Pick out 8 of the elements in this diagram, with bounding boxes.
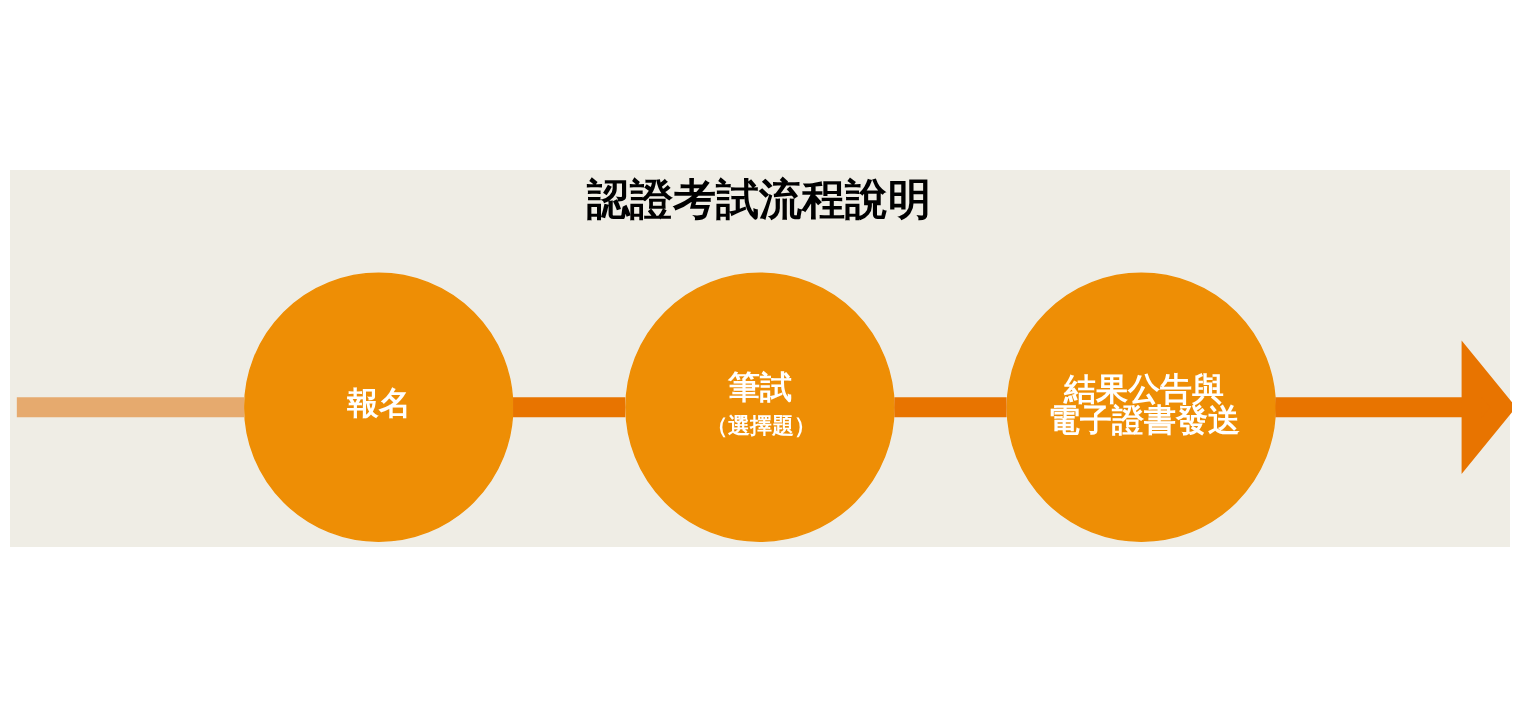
- connector: [894, 396, 1007, 417]
- connector: [513, 396, 626, 417]
- node-circle: 結果公告與電子證書發送: [1006, 272, 1277, 542]
- arrow: [1275, 339, 1512, 474]
- node-circle: 筆試 （選擇題）: [625, 272, 895, 542]
- node-circle: 報名: [243, 272, 514, 542]
- connector: [16, 396, 245, 417]
- diagram-title: 認證考試流程說明: [587, 173, 932, 224]
